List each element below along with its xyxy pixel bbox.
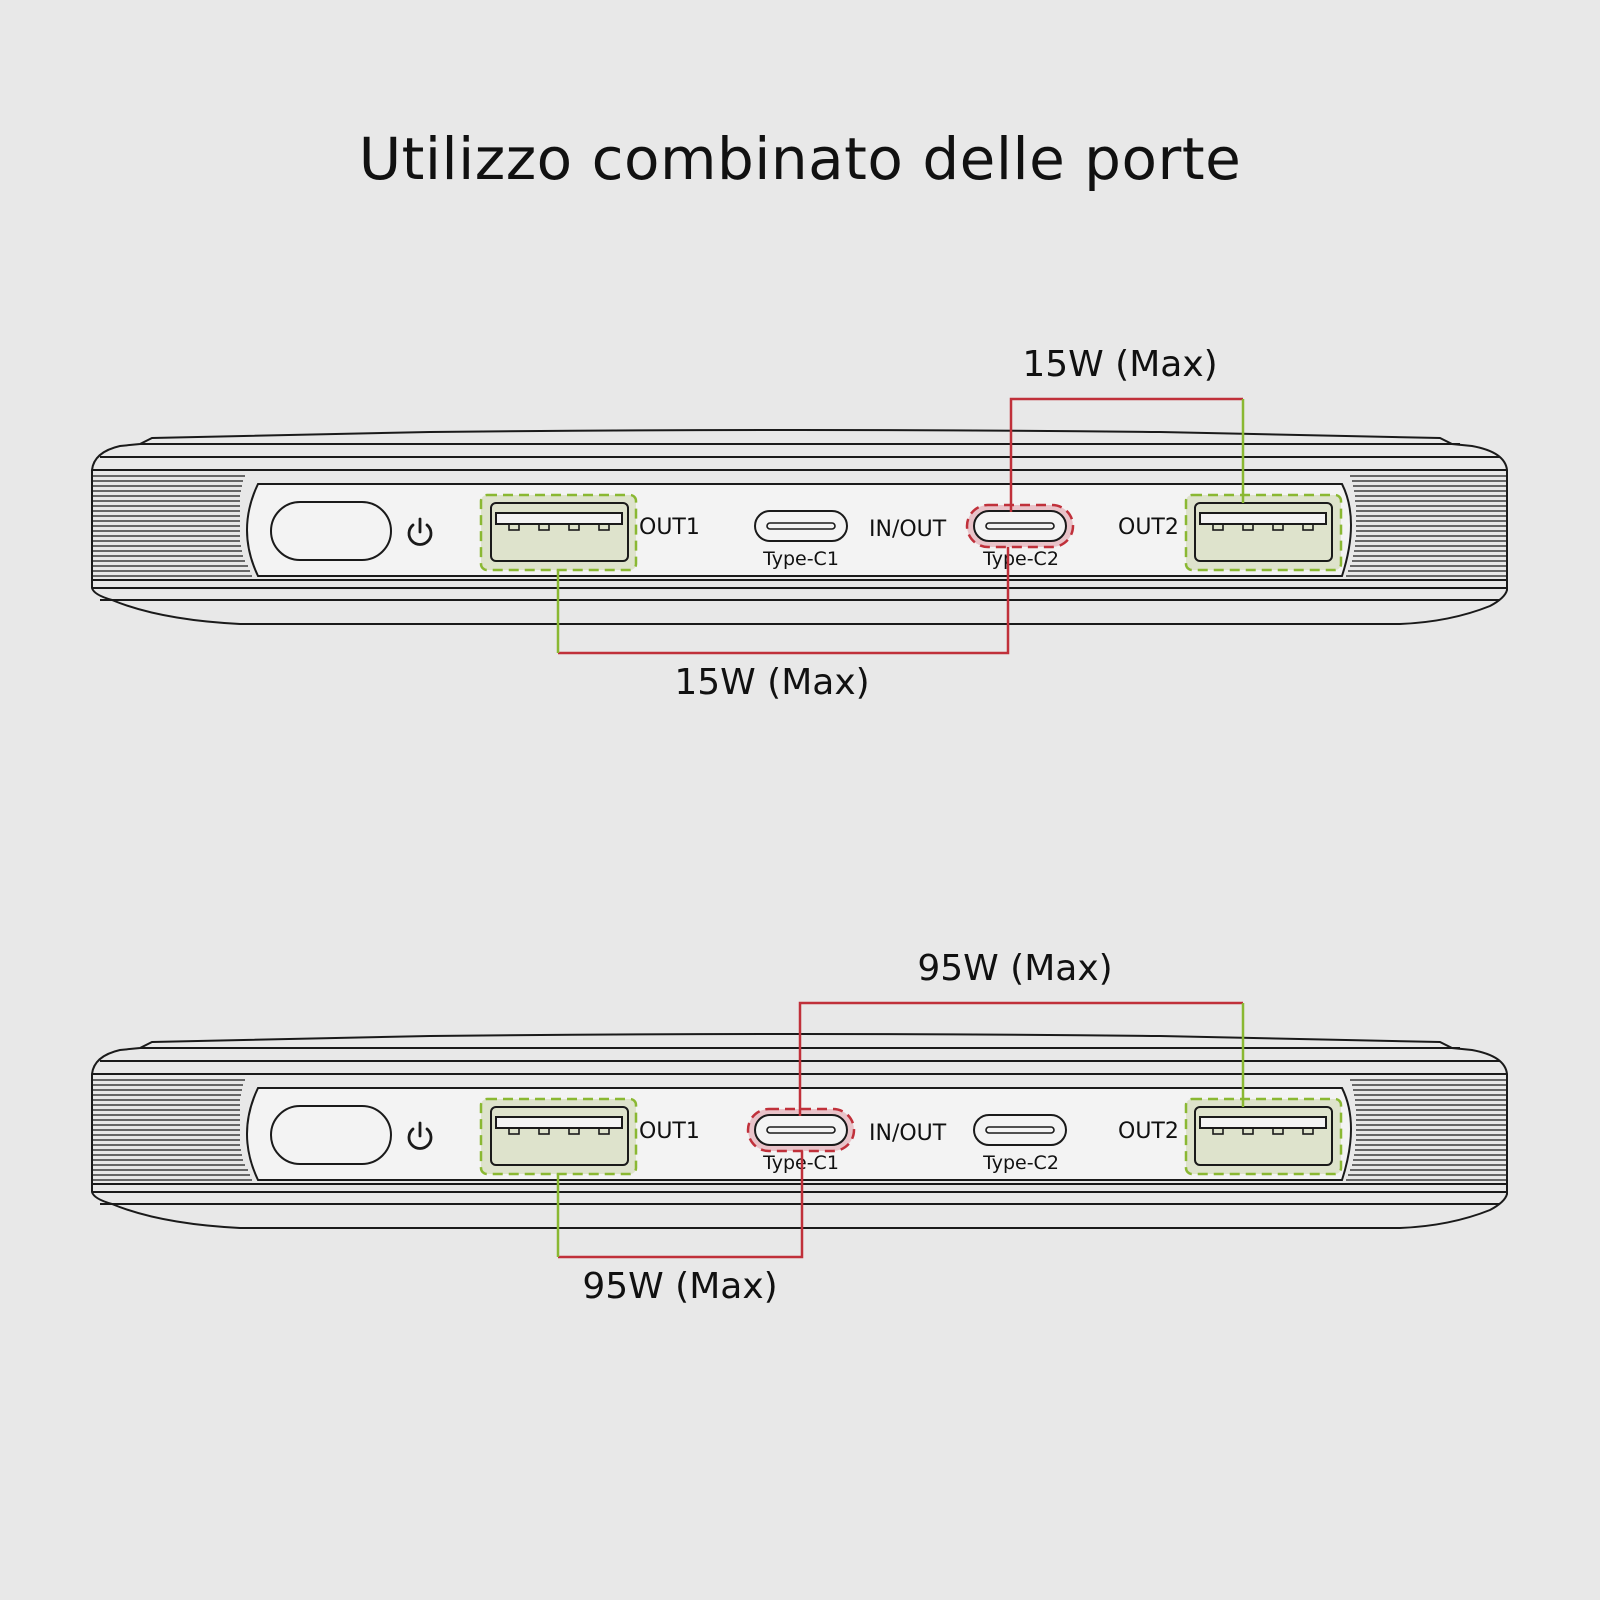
usb-c-port-icon <box>973 1114 1067 1146</box>
usb-a-port-icon <box>1194 1106 1333 1166</box>
scenario-1: OUT1 Type-C1 IN/OUT Type-C2 OUT2 15W (Ma… <box>91 344 1508 703</box>
out2-label: OUT2 <box>1118 1119 1179 1144</box>
in-out-label: IN/OUT <box>869 517 947 542</box>
top-power-label: 95W (Max) <box>917 948 1112 989</box>
usb-c-port-icon <box>754 1114 848 1146</box>
usb-a-port-icon <box>1194 502 1333 562</box>
type-c2-label: Type-C2 <box>982 548 1059 570</box>
scenario-2: OUT1 Type-C1 IN/OUT Type-C2 OUT2 95W (Ma… <box>91 948 1508 1307</box>
usb-a-port-icon <box>490 1106 629 1166</box>
bottom-power-label: 95W (Max) <box>582 1266 777 1307</box>
power-button <box>270 1105 392 1165</box>
connector-top-red <box>1009 397 1243 512</box>
connector-bottom-red <box>558 1151 804 1259</box>
bottom-power-label: 15W (Max) <box>674 662 869 703</box>
out1-label: OUT1 <box>639 515 700 540</box>
in-out-label: IN/OUT <box>869 1121 947 1146</box>
out1-label: OUT1 <box>639 1119 700 1144</box>
power-button <box>270 501 392 561</box>
out2-label: OUT2 <box>1118 515 1179 540</box>
connector-top-red <box>798 1001 1243 1116</box>
page-title: Utilizzo combinato delle porte <box>358 125 1242 193</box>
type-c1-label: Type-C1 <box>762 548 839 570</box>
usb-c-port-icon <box>973 510 1067 542</box>
usb-c-port-icon <box>754 510 848 542</box>
connector-bottom-red <box>558 547 1010 655</box>
top-power-label: 15W (Max) <box>1022 344 1217 385</box>
type-c1-label: Type-C1 <box>762 1152 839 1174</box>
type-c2-label: Type-C2 <box>982 1152 1059 1174</box>
usb-a-port-icon <box>490 502 629 562</box>
